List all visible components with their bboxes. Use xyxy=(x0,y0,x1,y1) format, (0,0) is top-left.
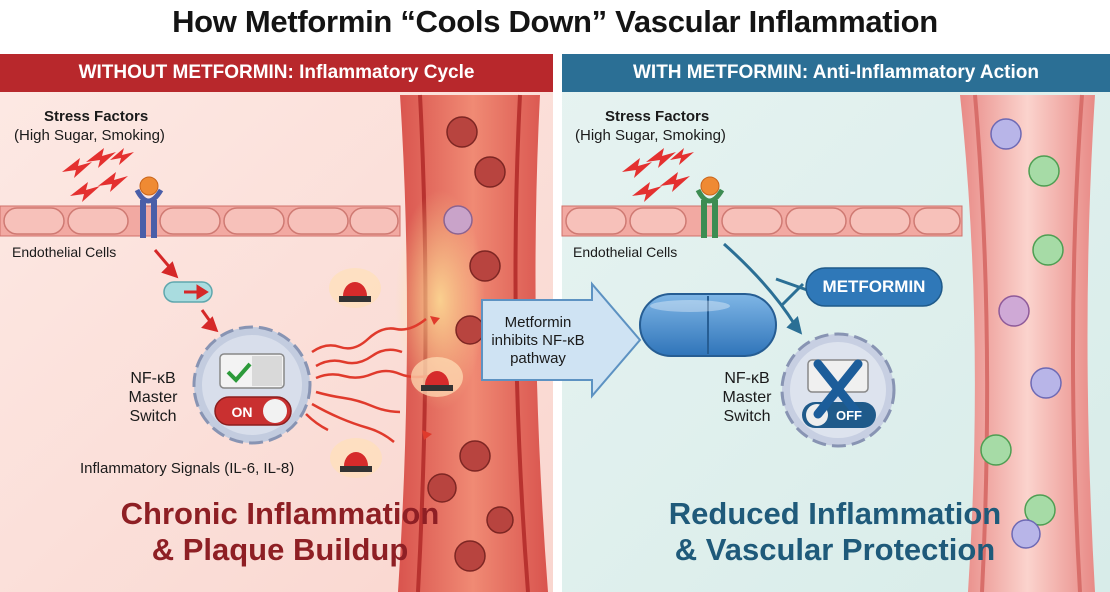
right-endothelial-row xyxy=(561,205,963,237)
right-outcome-line1: Reduced Inflammation xyxy=(668,496,1002,531)
left-outcome-line2: & Plaque Buildup xyxy=(151,532,409,567)
right-cells-label: Endothelial Cells xyxy=(573,244,678,260)
left-switch-state: ON xyxy=(231,404,253,420)
right-switch-label-line3: Switch xyxy=(723,408,771,425)
right-stress-detail: (High Sugar, Smoking) xyxy=(575,127,726,144)
right-stress-title: Stress Factors xyxy=(605,108,710,125)
metformin-label: METFORMIN xyxy=(822,277,926,296)
right-header-bar xyxy=(562,54,1110,92)
left-stress-detail: (High Sugar, Smoking) xyxy=(14,127,165,144)
middle-arrow-line3: pathway xyxy=(510,350,566,367)
right-switch-label-line2: Master xyxy=(722,389,772,406)
right-blood-vessel xyxy=(960,94,1095,592)
right-panel-header: WITH METFORMIN: Anti-Inflammatory Action xyxy=(632,62,1039,83)
middle-arrow-line2: inhibits NF-κB xyxy=(491,332,585,349)
left-blood-vessel xyxy=(395,94,548,592)
metformin-label-bg xyxy=(805,267,943,307)
metformin-pill xyxy=(639,293,777,357)
left-receptor xyxy=(134,176,164,238)
left-switch-label-line1: NF-κB xyxy=(130,370,176,387)
middle-arrow-line1: Metformin xyxy=(504,314,572,331)
left-signal-path xyxy=(153,249,219,333)
left-cells-label: Endothelial Cells xyxy=(12,244,117,260)
left-inflammatory-waves xyxy=(305,318,441,443)
right-switch-label-line1: NF-κB xyxy=(724,370,770,387)
left-endothelial-row xyxy=(0,205,401,237)
left-alarm-icons xyxy=(329,268,463,478)
left-nfkb-switch xyxy=(192,325,312,445)
middle-arrow xyxy=(481,281,642,399)
left-stress-bolts xyxy=(62,148,134,202)
right-switch-state: OFF xyxy=(836,408,862,423)
left-header-bar xyxy=(0,54,553,92)
right-outcome-line2: & Vascular Protection xyxy=(674,532,996,567)
right-receptor xyxy=(695,176,725,238)
left-outcome-line1: Chronic Inflammation xyxy=(120,496,440,531)
left-signals-label: Inflammatory Signals (IL-6, IL-8) xyxy=(80,460,295,477)
left-switch-label-line2: Master xyxy=(128,389,178,406)
page-title: How Metformin “Cools Down” Vascular Infl… xyxy=(172,4,938,39)
right-nfkb-switch xyxy=(780,332,896,448)
right-blocked-path xyxy=(723,242,811,335)
right-stress-bolts xyxy=(622,148,694,202)
left-stress-title: Stress Factors xyxy=(44,108,149,125)
left-panel-header: WITHOUT METFORMIN: Inflammatory Cycle xyxy=(78,62,475,83)
left-switch-label-line3: Switch xyxy=(129,408,177,425)
